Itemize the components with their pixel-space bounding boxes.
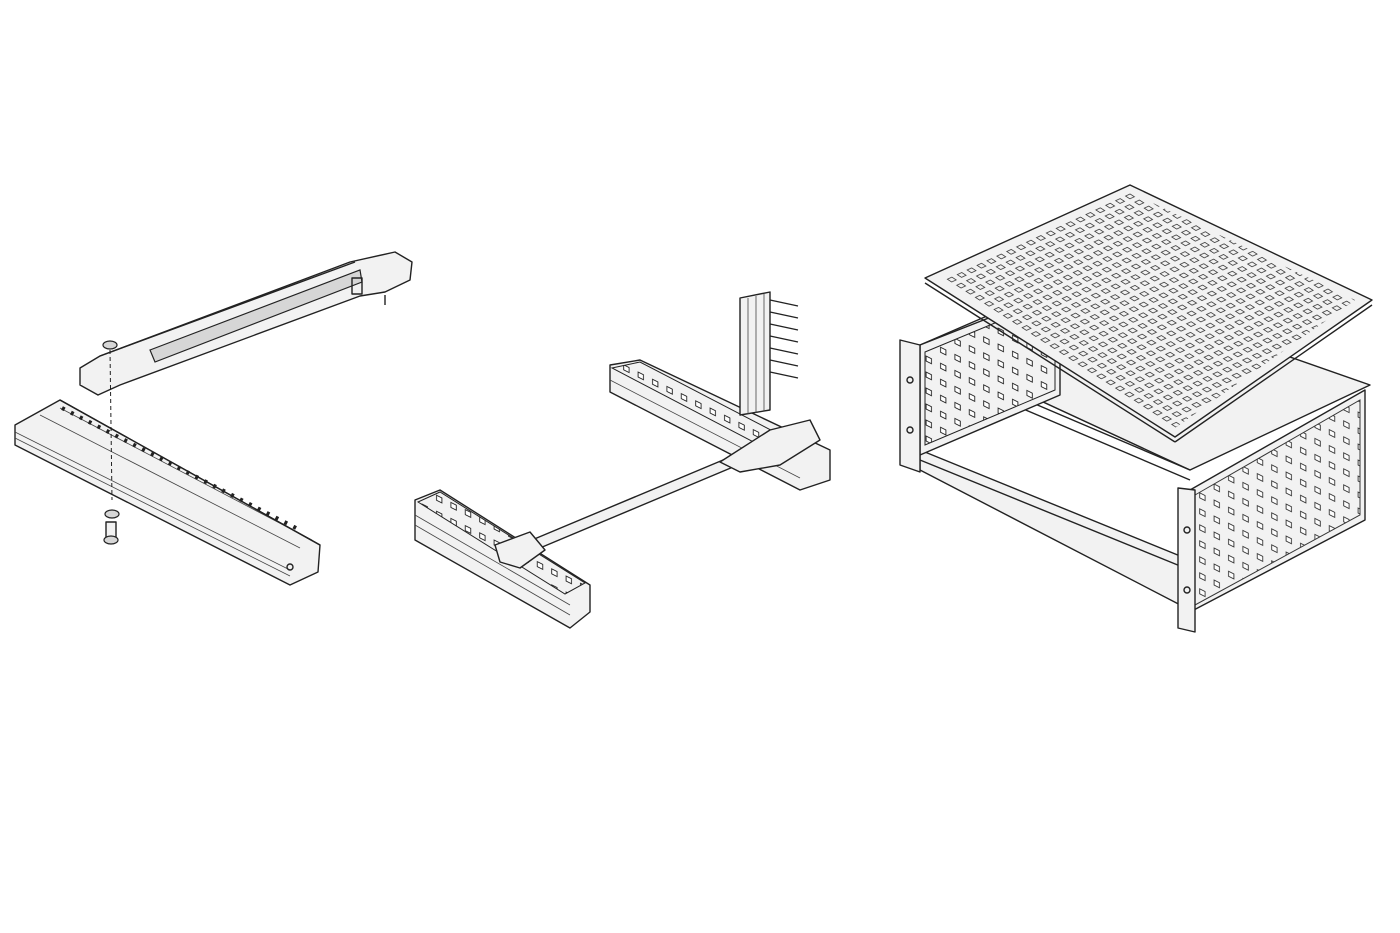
panel-subrack <box>899 184 1373 633</box>
horizontal-rail <box>14 399 321 586</box>
mounting-bracket <box>79 251 413 396</box>
screw-assembly <box>102 340 120 545</box>
circuit-card <box>739 291 799 416</box>
rail-holes <box>61 406 301 532</box>
front-panel-right <box>1177 487 1196 633</box>
panel-card-guide-assembly <box>414 291 831 629</box>
card-pins <box>769 299 799 379</box>
perforated-cover-plate <box>924 184 1373 443</box>
guide-rod <box>494 419 821 569</box>
panel-bracket-and-rail <box>14 251 413 586</box>
front-panel-left <box>899 339 921 473</box>
